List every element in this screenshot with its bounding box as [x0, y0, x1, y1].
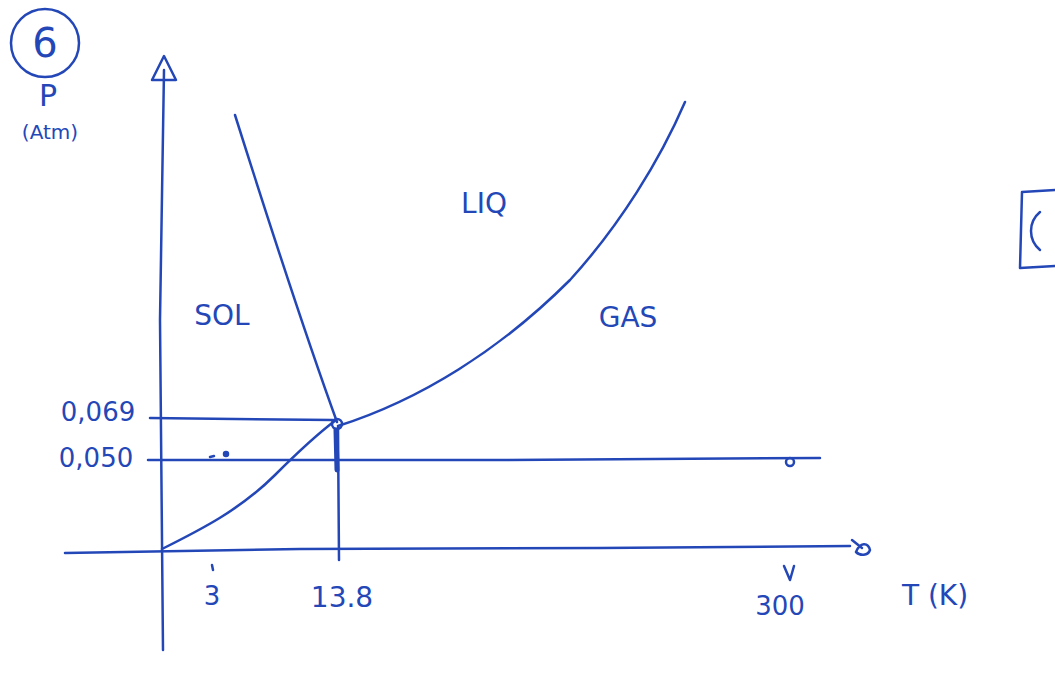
- tick-mark: [784, 566, 794, 580]
- phase-label: LIQ: [461, 190, 507, 218]
- melting-curve: [235, 115, 337, 422]
- sublimation-curve: [162, 420, 336, 549]
- temperature-axis: [65, 546, 850, 553]
- problem-number: 6: [32, 23, 57, 63]
- axis-arrowhead: [152, 56, 176, 80]
- circled-number: 6: [8, 6, 82, 80]
- small-mark: [224, 452, 228, 456]
- temperature-guide-bold: [336, 430, 337, 470]
- vaporization-curve: [338, 102, 685, 426]
- axis-label: T (K): [902, 582, 968, 610]
- state-point: [786, 458, 794, 466]
- temperature-value: 300: [755, 593, 805, 619]
- pressure-value: 0,050: [59, 445, 133, 471]
- pressure-axis: [160, 70, 164, 650]
- circle-outline: [11, 9, 79, 77]
- small-mark: [210, 456, 214, 457]
- axis-unit: (Atm): [22, 122, 78, 142]
- isobar-line: [148, 458, 820, 460]
- cut-off-box: [1020, 190, 1055, 268]
- axis-scribble: [852, 540, 870, 555]
- tick-mark: [212, 565, 213, 570]
- temperature-value: 3: [204, 583, 221, 609]
- temperature-value: 13.8: [311, 584, 373, 612]
- pressure-value: 0,069: [61, 399, 135, 425]
- phase-label: GAS: [599, 304, 658, 332]
- cut-off-mark: [1031, 212, 1040, 250]
- pressure-guide: [150, 418, 333, 420]
- phase-label: SOL: [194, 302, 249, 330]
- axis-label: P: [39, 81, 57, 111]
